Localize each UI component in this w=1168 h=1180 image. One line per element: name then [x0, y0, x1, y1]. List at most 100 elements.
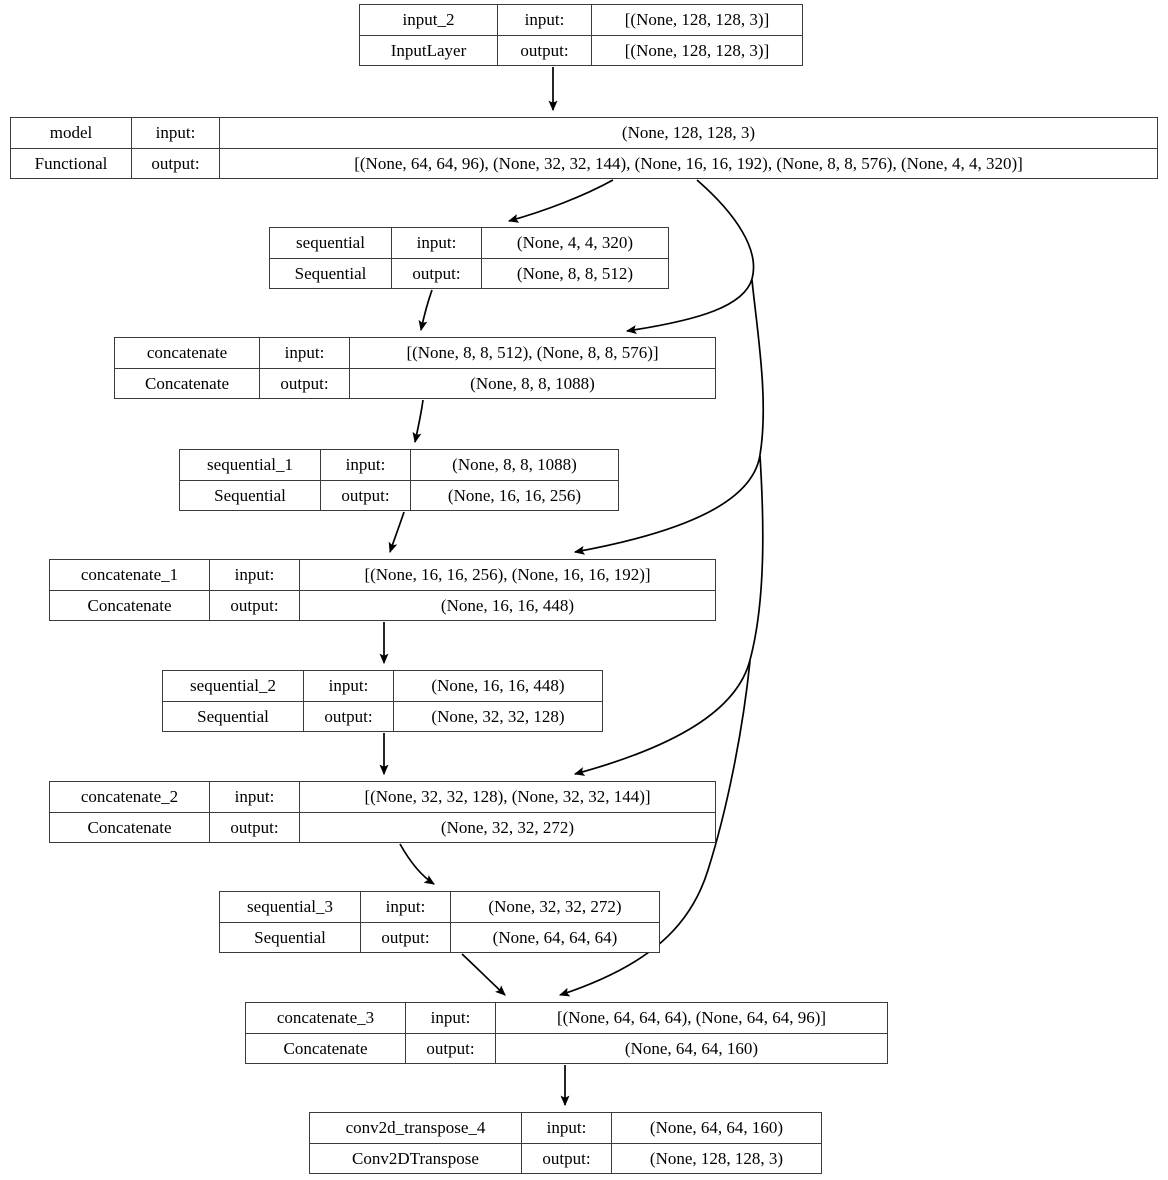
- node-layer-name: concatenate_3: [246, 1003, 406, 1033]
- node-output-shape: (None, 16, 16, 256): [447, 485, 582, 505]
- node-layer-class: Conv2DTranspose: [310, 1143, 522, 1173]
- node-layer-class: Concatenate: [246, 1033, 406, 1063]
- node-output-label: output:: [522, 1143, 612, 1173]
- node-input-label: input:: [392, 228, 482, 258]
- node-layer-name: concatenate_1: [50, 560, 210, 590]
- node-output-label: output:: [498, 35, 592, 65]
- node-layer-name: model: [11, 118, 132, 148]
- node-input-shape: [(None, 8, 8, 512), (None, 8, 8, 576)]: [406, 343, 659, 363]
- edge-model-to-sequential: [507, 179, 614, 223]
- node-output-label: output:: [132, 148, 220, 178]
- node-output-label: output:: [210, 812, 300, 842]
- node-layer-class: Functional: [11, 148, 132, 178]
- node-layer-class: Sequential: [220, 922, 361, 952]
- node-input-label: input:: [406, 1003, 496, 1033]
- node-input-label: input:: [498, 5, 592, 35]
- node-layer-name: sequential_3: [220, 892, 361, 922]
- node-layer-name: input_2: [360, 5, 498, 35]
- node-input-shape: [(None, 128, 128, 3)]: [624, 10, 770, 30]
- node-input-shape: (None, 64, 64, 160): [649, 1118, 784, 1138]
- node-input-shape: (None, 8, 8, 1088): [452, 455, 577, 475]
- node-layer-name: sequential: [270, 228, 392, 258]
- node-layer-name: concatenate: [115, 338, 260, 368]
- node-output-shape: (None, 8, 8, 512): [516, 263, 634, 283]
- node-input-label: input:: [210, 560, 300, 590]
- node-output-shape: (None, 32, 32, 128): [431, 706, 565, 726]
- node-output-label: output:: [304, 701, 394, 731]
- node-layer-class: InputLayer: [360, 35, 498, 65]
- node-layer-name: conv2d_transpose_4: [310, 1113, 522, 1143]
- node-input-shape: [(None, 64, 64, 64), (None, 64, 64, 96)]: [556, 1008, 827, 1028]
- node-output-shape: (None, 16, 16, 448): [440, 595, 575, 615]
- edge-sequential_1-to-concatenate_1: [388, 511, 405, 554]
- edge-sequential-to-concatenate: [418, 289, 433, 332]
- node-output-shape: (None, 64, 64, 64): [492, 927, 618, 947]
- node-output-label: output:: [210, 590, 300, 620]
- node-input-shape: (None, 4, 4, 320): [516, 233, 634, 253]
- node-input-shape: [(None, 16, 16, 256), (None, 16, 16, 192…: [364, 565, 651, 585]
- node-input-label: input:: [522, 1113, 612, 1143]
- edge-concatenate_2-to-sequential_3: [399, 843, 435, 885]
- node-input-shape: (None, 128, 128, 3): [621, 123, 756, 143]
- node-layer-class: Concatenate: [115, 368, 260, 398]
- node-layer-name: concatenate_2: [50, 782, 210, 812]
- node-layer-class: Concatenate: [50, 812, 210, 842]
- node-input-label: input:: [132, 118, 220, 148]
- node-layer-name: sequential_2: [163, 671, 304, 701]
- node-output-label: output:: [321, 480, 411, 510]
- node-output-label: output:: [392, 258, 482, 288]
- node-input-label: input:: [361, 892, 451, 922]
- node-output-shape: (None, 32, 32, 272): [440, 817, 575, 837]
- node-layer-name: sequential_1: [180, 450, 321, 480]
- node-input-label: input:: [210, 782, 300, 812]
- node-input-label: input:: [304, 671, 394, 701]
- node-layer-class: Sequential: [270, 258, 392, 288]
- node-output-label: output:: [361, 922, 451, 952]
- node-input-label: input:: [321, 450, 411, 480]
- node-input-shape: (None, 32, 32, 272): [488, 897, 622, 917]
- edge-concatenate-to-sequential_1: [412, 399, 424, 444]
- node-output-label: output:: [406, 1033, 496, 1063]
- node-input-shape: [(None, 32, 32, 128), (None, 32, 32, 144…: [364, 787, 651, 807]
- node-output-shape: (None, 64, 64, 160): [624, 1038, 759, 1058]
- node-output-label: output:: [260, 368, 350, 398]
- node-layer-class: Sequential: [163, 701, 304, 731]
- edge-model-to-concatenate_1: [573, 279, 765, 555]
- node-input-label: input:: [260, 338, 350, 368]
- node-layer-class: Concatenate: [50, 590, 210, 620]
